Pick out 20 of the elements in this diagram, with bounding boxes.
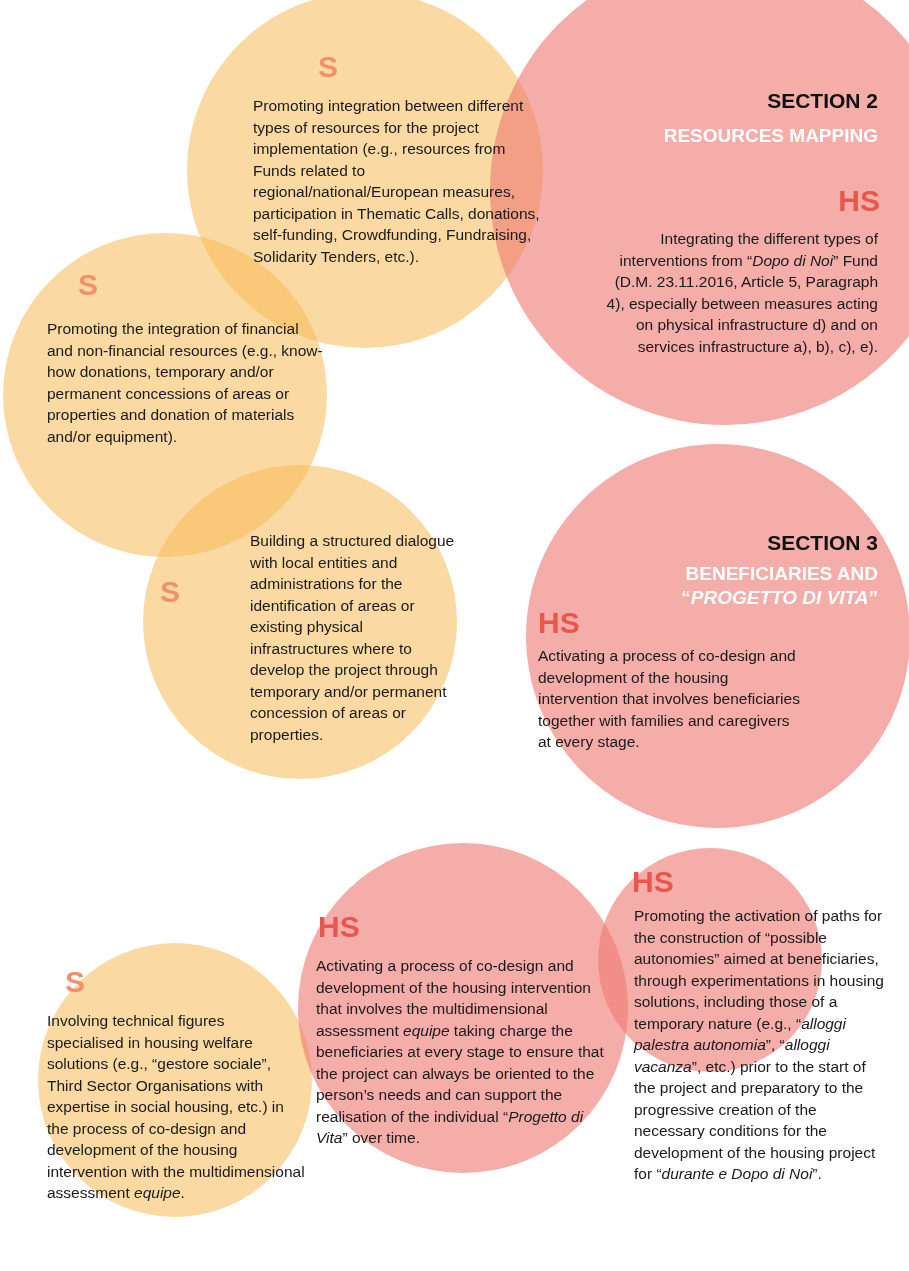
section-subheading: RESOURCES MAPPING [662,124,878,148]
hs-letter: HS [538,606,581,640]
hs-letter: HS [632,865,675,899]
description-text: Involving technical figures specialised in housing welfare solutions (e.g., “gestore sociale”, Third Sector Organisations with expertise in social housing, etc.) in the process of co-design and development of the housing intervention with the multidimensional assessment equipe. [47,1011,305,1203]
description-text: Activating a process of co-design and development of the housing intervention that involves the multidimensional assessment equipe taking charge the beneficiaries at every stage to ensure that the project can always be oriented to the person’s needs and can support the realisation of the individual “Progetto di Vita” over time. [316,956,605,1148]
hs-letter: HS [837,184,880,218]
section-subheading: BENEFICIARIES AND “PROGETTO DI VITA” [680,562,878,610]
description-text: Promoting the integration of financial and non-financial resources (e.g., know-how donations, temporary and/or permanent concessions of areas or properties and donation of materials and/or equipment). [47,319,324,447]
s-letter: S [78,268,99,302]
hs-letter: HS [318,910,361,944]
section-heading: SECTION 2 [766,88,878,114]
description-text: Promoting the activation of paths for the construction of “possible autonomies” aimed at beneficiaries, through experimentations in housing solutions, including those of a temporary nature (e.g., “alloggi palestra autonomia”, “alloggi vacanza”, etc.) prior to the start of the project and preparatory to the progressive creation of the necessary conditions for the development of the housing project for “durante e Dopo di Noi”. [634,906,884,1184]
overlapping-circle [143,465,460,779]
s-letter: S [160,575,181,609]
description-text: Integrating the different types of interventions from “Dopo di Noi” Fund (D.M. 23.11.2016, Article 5, Paragraph 4), especially between measures acting on physical infrastructure d) and on services infrastructure a), b), c), e). [605,229,878,357]
section-heading: SECTION 3 [766,530,878,556]
description-text: Building a structured dialogue with local entities and administrations for the identification of areas or existing physical infrastructures where to develop the project through temporary and/or permanent concession of areas or properties. [250,531,456,745]
description-text: Promoting integration between different types of resources for the project implementation (e.g., resources from Funds related to regional/national/European measures, participation in Thematic Calls, donations, self-funding, Crowdfunding, Fundraising, Solidarity Tenders, etc.). [253,96,541,267]
description-text: Activating a process of co-design and development of the housing intervention that involves beneficiaries together with families and caregivers at every stage. [538,646,800,752]
s-letter: S [318,50,339,84]
